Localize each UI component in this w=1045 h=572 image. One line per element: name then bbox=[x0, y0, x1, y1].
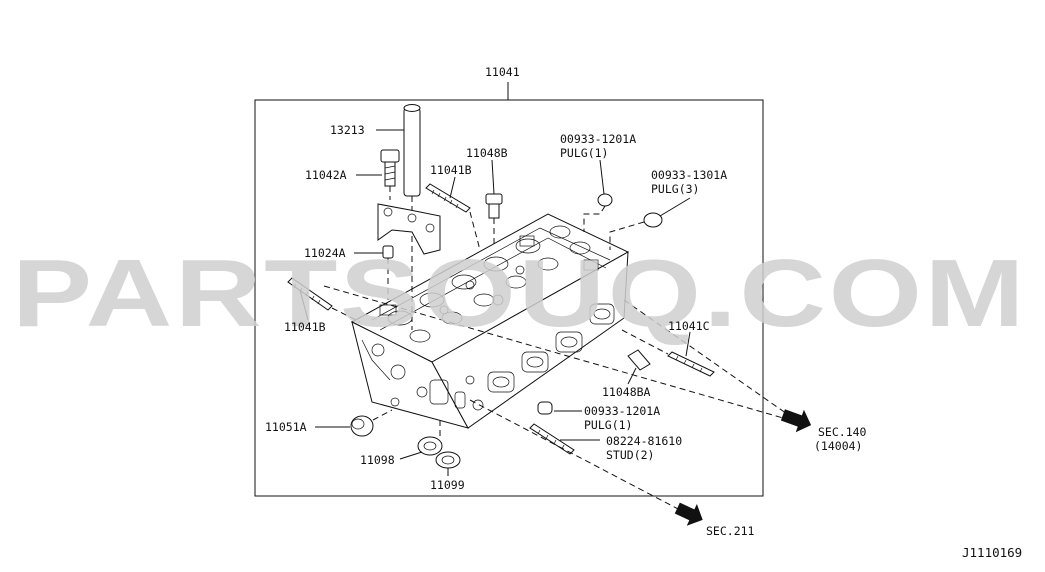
label-sec140: SEC.140 bbox=[818, 425, 867, 439]
label-00933-1201A-top-sub: PULG(1) bbox=[560, 146, 608, 160]
part-11041B-left-stud bbox=[287, 277, 333, 311]
label-00933-1201A-bottom: 00933-1201A bbox=[584, 404, 660, 418]
label-00933-1201A-bottom-sub: PULG(1) bbox=[584, 418, 632, 432]
part-11048B-plug bbox=[485, 193, 503, 219]
diagram-code: J1110169 bbox=[962, 545, 1022, 560]
assembly-frame bbox=[254, 99, 764, 497]
label-11024A: 11024A bbox=[304, 246, 346, 260]
label-sec140-sub: (14004) bbox=[814, 439, 862, 453]
label-11048BA: 11048BA bbox=[602, 385, 651, 399]
label-11041B-left: 11041B bbox=[284, 320, 326, 334]
part-00933-1201A-bottom-plug bbox=[537, 401, 553, 415]
label-11041B-top: 11041B bbox=[430, 163, 472, 177]
watermark: PARTSOUQ.COM bbox=[12, 240, 1027, 347]
label-11041C: 11041C bbox=[668, 319, 710, 333]
label-00933-1301A-sub: PULG(3) bbox=[651, 182, 699, 196]
part-00933-1201A-top-plug bbox=[597, 193, 613, 207]
part-11099-ring bbox=[435, 451, 461, 469]
part-11041C-stud bbox=[667, 351, 715, 377]
part-00933-1301A-plug bbox=[643, 212, 663, 228]
part-13213-tube bbox=[403, 104, 421, 197]
label-11051A: 11051A bbox=[265, 420, 307, 434]
bracket bbox=[377, 203, 441, 255]
label-11048B: 11048B bbox=[466, 146, 508, 160]
label-sec211: SEC.211 bbox=[706, 524, 755, 538]
label-11099: 11099 bbox=[430, 478, 465, 492]
part-11041B-top-stud bbox=[425, 183, 471, 213]
label-11098: 11098 bbox=[360, 453, 395, 467]
label-00933-1301A: 00933-1301A bbox=[651, 168, 727, 182]
part-08224-81610-stud bbox=[529, 423, 575, 455]
label-00933-1201A-top: 00933-1201A bbox=[560, 132, 636, 146]
arrow-sec211 bbox=[674, 502, 703, 526]
assembly-number: 11041 bbox=[485, 65, 520, 79]
part-11048BA-plug bbox=[627, 349, 651, 371]
label-08224-81610: 08224-81610 bbox=[606, 434, 682, 448]
part-11098-seal bbox=[417, 436, 443, 456]
leader-lines bbox=[299, 129, 691, 476]
arrow-sec140 bbox=[780, 409, 812, 433]
part-11051A-plug bbox=[350, 415, 374, 437]
cylinder-head-drawing bbox=[350, 213, 630, 429]
part-11042A-bolt bbox=[380, 149, 400, 187]
label-08224-81610-sub: STUD(2) bbox=[606, 448, 654, 462]
label-13213: 13213 bbox=[330, 123, 365, 137]
label-11042A: 11042A bbox=[305, 168, 347, 182]
